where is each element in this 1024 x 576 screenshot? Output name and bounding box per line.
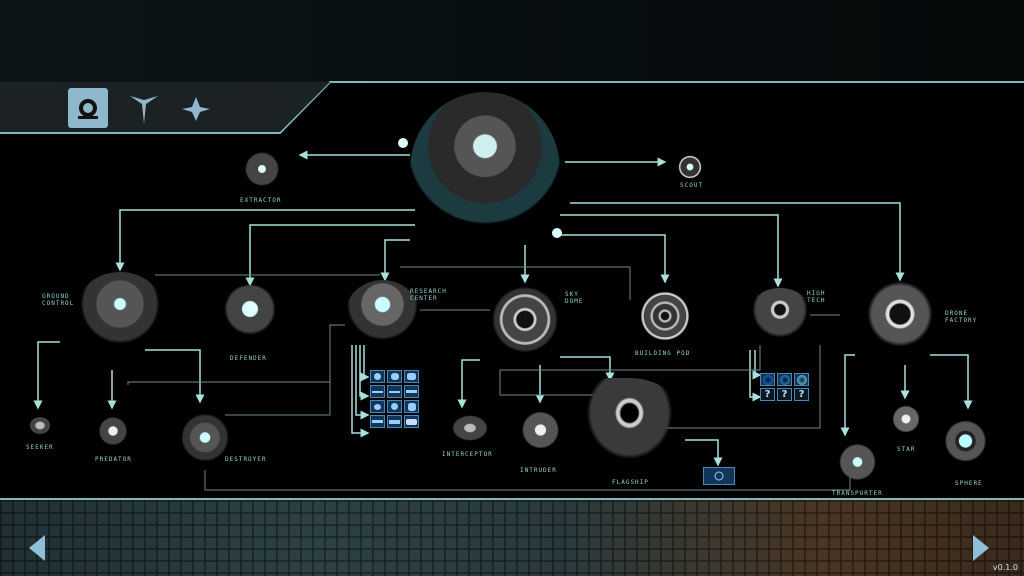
sphere-label: SPHERE (955, 480, 983, 487)
high-tech-upgrade-grid: ? ? ? (760, 373, 809, 401)
building-pod-node[interactable] (630, 285, 700, 347)
fighter-icon (182, 97, 210, 121)
scout-label: SCOUT (680, 182, 704, 189)
interceptor-node[interactable] (445, 410, 495, 446)
interceptor-label: INTERCEPTOR (442, 451, 493, 458)
intruder-node[interactable] (513, 405, 568, 455)
intruder-label: INTRUDER (520, 467, 557, 474)
version-label: v0.1.0 (992, 563, 1018, 572)
upgrade-slot[interactable] (777, 373, 792, 386)
defender-node[interactable] (220, 285, 280, 345)
star-label: STAR (897, 446, 916, 453)
hub-light (398, 138, 408, 148)
upgrade-slot[interactable] (387, 385, 402, 398)
next-arrow-icon[interactable] (972, 535, 990, 561)
previous-arrow-icon[interactable] (28, 535, 46, 561)
base-icon (78, 99, 98, 119)
extractor-node[interactable] (240, 148, 284, 190)
drone-factory-node[interactable] (860, 282, 940, 362)
destroyer-node[interactable] (170, 405, 240, 470)
transporter-label: TRANSPORTER (832, 490, 883, 497)
predator-node[interactable] (92, 412, 134, 450)
drone-factory-label: DRONE FACTORY (945, 310, 978, 324)
top-background (0, 0, 1024, 82)
seeker-node[interactable] (25, 413, 55, 438)
upgrade-slot[interactable] (387, 370, 402, 383)
predator-label: PREDATOR (95, 456, 132, 463)
upgrade-slot[interactable] (370, 415, 385, 428)
seeker-label: SEEKER (26, 444, 54, 451)
upgrade-slot[interactable] (404, 370, 419, 383)
upgrade-slot[interactable] (404, 415, 419, 428)
ground-control-label: GROUND CONTROL (42, 293, 75, 307)
upgrade-slot[interactable] (387, 415, 402, 428)
high-tech-node[interactable] (745, 288, 815, 350)
sky-dome-label: SKY DOME (565, 291, 584, 305)
destroyer-label: DESTROYER (225, 456, 267, 463)
tab-fighters[interactable] (176, 88, 216, 128)
upgrade-slot[interactable] (404, 400, 419, 413)
research-center-node[interactable] (345, 280, 420, 350)
upgrade-slot[interactable] (760, 373, 775, 386)
scout-node[interactable] (675, 153, 705, 181)
upgrade-slot[interactable] (370, 370, 385, 383)
extractor-label: EXTRACTOR (240, 197, 282, 204)
upgrade-slot[interactable] (370, 385, 385, 398)
upgrade-icon (714, 471, 724, 481)
flagship-label: FLAGSHIP (612, 479, 649, 486)
building-pod-label: BUILDING POD (635, 350, 691, 357)
transporter-node[interactable] (830, 438, 885, 486)
flagship-node[interactable] (580, 378, 690, 478)
research-center-label: RESEARCH CENTER (410, 288, 447, 302)
high-tech-label: HIGH TECH (807, 290, 826, 304)
main-base-node[interactable] (410, 92, 560, 247)
tab-structures[interactable] (68, 88, 108, 128)
star-node[interactable] (887, 400, 925, 438)
upgrade-slot[interactable] (370, 400, 385, 413)
category-tab-bar (0, 82, 330, 132)
research-upgrade-grid (370, 370, 419, 428)
upgrade-slot[interactable] (387, 400, 402, 413)
tab-ships[interactable] (124, 88, 164, 128)
sphere-node[interactable] (938, 410, 993, 472)
locked-upgrade-slot[interactable]: ? (760, 388, 775, 401)
sky-dome-node[interactable] (485, 282, 565, 357)
locked-upgrade-slot[interactable]: ? (777, 388, 792, 401)
hub-light (552, 228, 562, 238)
ground-control-node[interactable] (75, 272, 165, 352)
flagship-upgrade-slot[interactable] (703, 467, 735, 485)
upgrade-slot[interactable] (404, 385, 419, 398)
bottom-panel (0, 498, 1024, 576)
upgrade-slot[interactable] (794, 373, 809, 386)
locked-upgrade-slot[interactable]: ? (794, 388, 809, 401)
ship-icon (130, 96, 158, 124)
defender-label: DEFENDER (230, 355, 267, 362)
